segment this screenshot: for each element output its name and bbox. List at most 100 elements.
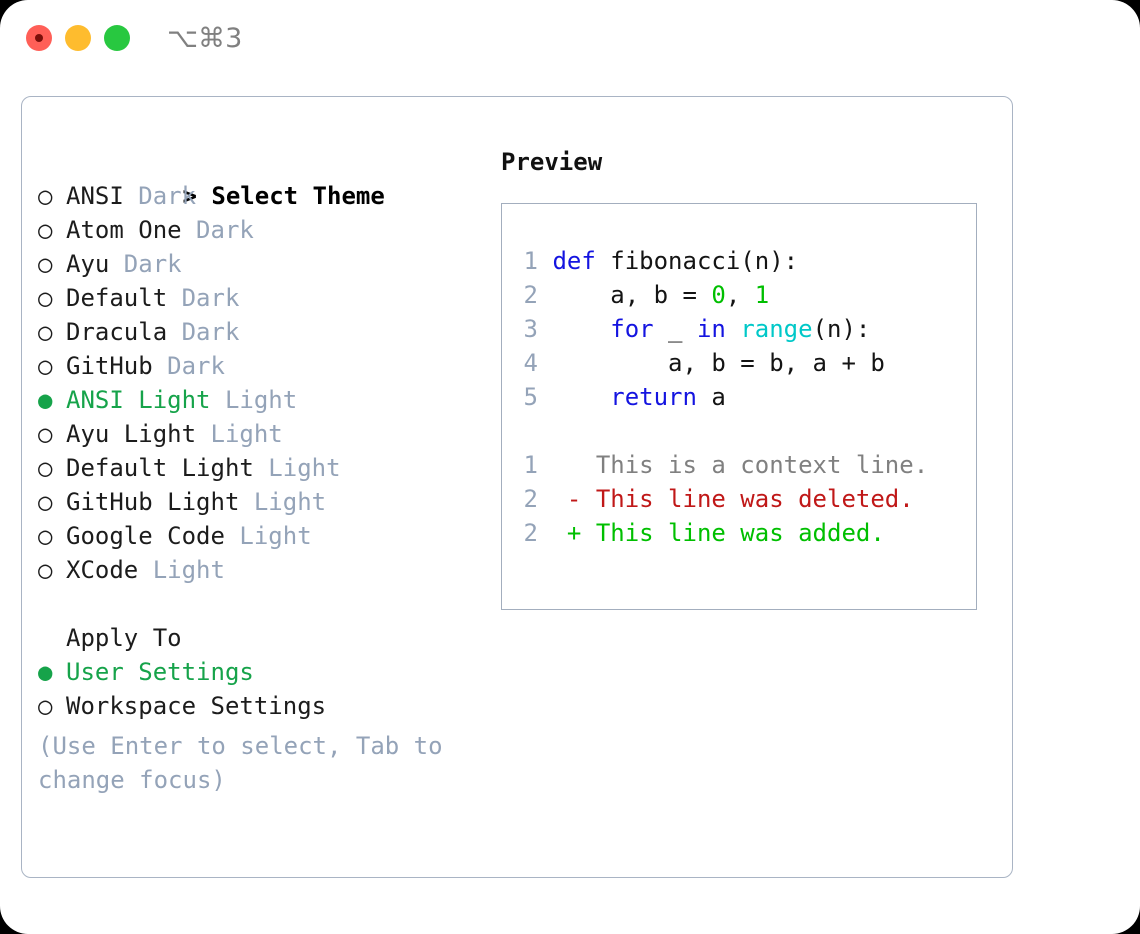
theme-name: Dracula <box>66 318 182 346</box>
theme-variant: Light <box>152 556 225 584</box>
preview-title: Preview <box>501 148 603 176</box>
line-number: 4 <box>523 349 538 377</box>
keyboard-hint: (Use Enter to select, Tab to change focu… <box>38 732 443 794</box>
code-token <box>552 315 610 343</box>
theme-list-item[interactable]: ○Dracula Dark <box>38 315 478 349</box>
apply-to-header: Apply To <box>38 621 478 655</box>
line-number: 2 <box>523 485 538 513</box>
line-number: 5 <box>523 383 538 411</box>
theme-list-item[interactable]: ○ Ayu Light Light <box>38 417 478 451</box>
radio-selected-icon: ● <box>38 386 53 414</box>
theme-name: ANSI <box>66 182 139 210</box>
diff-text: This line was added. <box>595 519 885 547</box>
apply-to-list: ●User Settings ○ Workspace Settings <box>38 655 478 723</box>
theme-variant: Light <box>239 522 312 550</box>
prompt-caret: > <box>182 182 197 210</box>
code-token: for <box>610 315 654 343</box>
minimize-button[interactable] <box>65 25 91 51</box>
theme-list: ○ANSI Dark○Atom One Dark○Ayu Dark○Defaul… <box>38 179 478 587</box>
apply-to-option[interactable]: ○ Workspace Settings <box>38 689 478 723</box>
diff-line: 1 This is a context line. <box>514 448 929 482</box>
code-blank-line <box>514 414 928 448</box>
radio-unselected-icon: ○ <box>38 420 53 448</box>
list-spacer <box>38 587 478 621</box>
code-token: 1 <box>754 281 770 309</box>
code-token: a, b = <box>552 281 712 309</box>
theme-variant: Light <box>268 454 341 482</box>
line-number: 2 <box>523 281 538 309</box>
theme-list-item[interactable]: ○ Ayu Dark <box>38 247 478 281</box>
theme-variant: Dark <box>123 250 182 278</box>
code-token: a <box>696 383 726 411</box>
code-token: _ <box>653 315 697 343</box>
theme-list-item[interactable]: ○GitHub Dark <box>38 349 478 383</box>
title-bar: ⌥⌘3 <box>0 0 1140 78</box>
theme-name: ANSI Light <box>66 386 225 414</box>
radio-unselected-icon: ○ <box>38 454 53 482</box>
diff-text: This line was deleted. <box>595 485 914 513</box>
diff-sign <box>552 451 595 479</box>
theme-name: Ayu Light <box>66 420 211 448</box>
code-line: 3 for _ in range(n): <box>514 312 928 346</box>
theme-name: Google Code <box>66 522 240 550</box>
theme-list-item[interactable]: ○ Default Light Light <box>38 451 478 485</box>
theme-list-item[interactable]: ● ANSI Light Light <box>38 383 478 417</box>
radio-unselected-icon: ○ <box>38 216 53 244</box>
preview-section: Preview <box>501 145 991 179</box>
main-panel: > Select Theme ○ANSI Dark○Atom One Dark○… <box>21 96 1013 878</box>
theme-list-item[interactable]: ○ XCode Light <box>38 553 478 587</box>
theme-list-item[interactable]: ○ ANSI Dark <box>38 179 478 213</box>
theme-list-item[interactable]: ○GitHub Light Light <box>38 485 478 519</box>
theme-variant: Dark <box>181 284 240 312</box>
code-token: def <box>552 247 611 275</box>
theme-variant: Light <box>253 488 327 516</box>
theme-name: Default Light <box>66 454 269 482</box>
theme-variant: Light <box>210 420 283 448</box>
radio-unselected-icon: ○ <box>38 182 53 210</box>
theme-list-item[interactable]: ○Google Code Light <box>38 519 478 553</box>
code-token <box>552 383 610 411</box>
diff-sign: - <box>552 485 596 513</box>
radio-unselected-icon: ○ <box>38 692 53 720</box>
line-number: 1 <box>523 451 538 479</box>
code-token: (n): <box>812 315 871 343</box>
radio-unselected-icon: ○ <box>38 250 53 278</box>
radio-unselected-icon: ○ <box>38 352 53 380</box>
code-token: range <box>740 315 813 343</box>
maximize-button[interactable] <box>104 25 130 51</box>
close-button[interactable] <box>26 25 52 51</box>
theme-list-item[interactable]: ○Atom One Dark <box>38 213 478 247</box>
window-controls <box>26 25 130 51</box>
theme-variant: Dark <box>138 182 197 210</box>
code-line: 2 a, b = 0, 1 <box>514 278 928 312</box>
apply-to-label: Workspace Settings <box>66 692 327 720</box>
line-number: 2 <box>523 519 538 547</box>
theme-variant: Light <box>224 386 298 414</box>
theme-name: Ayu <box>66 250 124 278</box>
code-token: 0 <box>711 281 726 309</box>
theme-name: Atom One <box>66 216 197 244</box>
code-line: 4 a, b = b, a + b <box>514 346 928 380</box>
keyboard-shortcut-label: ⌥⌘3 <box>167 23 243 54</box>
theme-list-item[interactable]: ○Default Dark <box>38 281 478 315</box>
apply-to-option[interactable]: ●User Settings <box>38 655 478 689</box>
code-line: 5 return a <box>514 380 928 414</box>
theme-picker-header: > Select Theme <box>38 145 478 210</box>
code-token <box>726 315 740 343</box>
code-token: , <box>725 281 755 309</box>
code-token: return <box>610 383 697 411</box>
radio-unselected-icon: ○ <box>38 318 53 346</box>
diff-sign: + <box>552 519 596 547</box>
line-number: 1 <box>523 247 538 275</box>
theme-picker: > Select Theme ○ANSI Dark○Atom One Dark○… <box>38 145 478 723</box>
diff-line: 2 - This line was deleted. <box>514 482 928 516</box>
radio-unselected-icon: ○ <box>38 284 53 312</box>
line-number: 3 <box>523 315 538 343</box>
diff-line: 2 + This line was added. <box>514 516 928 550</box>
radio-unselected-icon: ○ <box>38 556 53 584</box>
code-line: 1 def fibonacci(n): <box>514 244 928 278</box>
radio-unselected-icon: ○ <box>38 488 53 516</box>
theme-name: XCode <box>66 556 153 584</box>
